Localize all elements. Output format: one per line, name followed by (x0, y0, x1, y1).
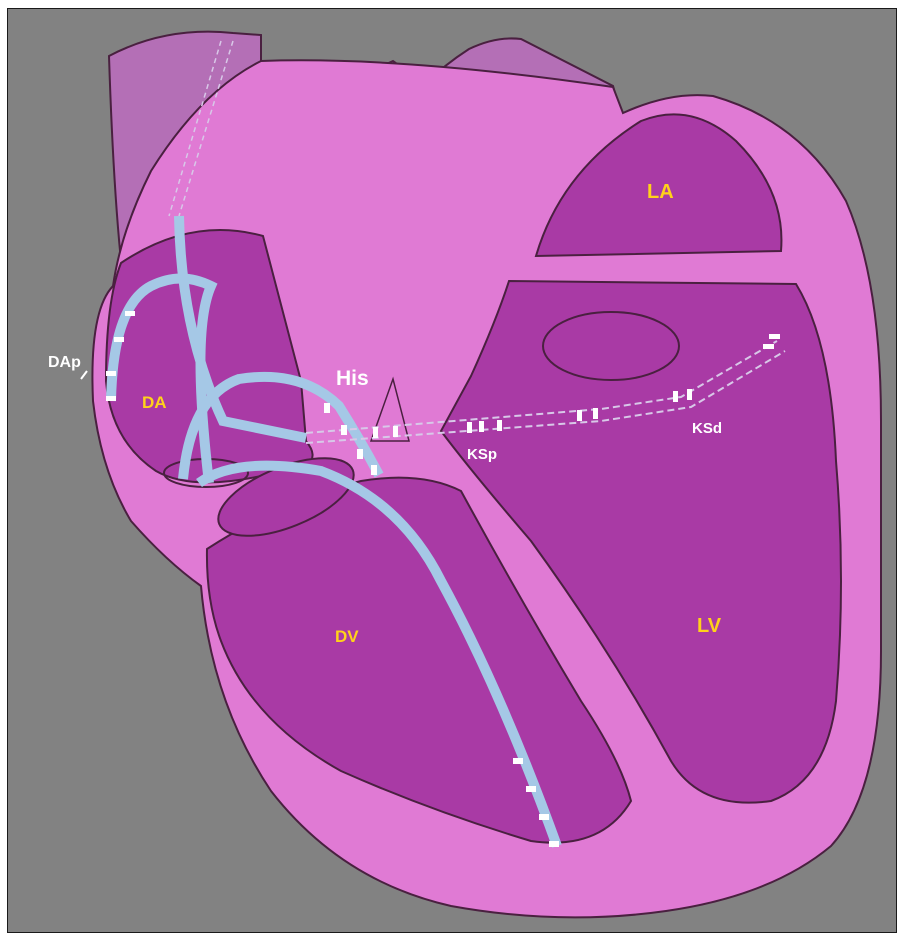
electrode (324, 403, 330, 413)
label-da: DA (142, 393, 167, 412)
label-dap: DAp (48, 354, 81, 371)
electrode (763, 344, 774, 349)
electrode (549, 841, 559, 847)
electrode (539, 814, 549, 820)
electrode (393, 426, 398, 437)
electrode (769, 334, 780, 339)
electrode (526, 786, 536, 792)
dap-pointer (81, 371, 87, 379)
label-la: LA (647, 181, 674, 203)
electrode (577, 410, 582, 421)
electrode (593, 408, 598, 419)
electrode (371, 465, 377, 475)
electrode (106, 396, 116, 401)
mitral-valve-ring (543, 312, 679, 380)
electrode (673, 391, 678, 402)
electrode (106, 371, 116, 376)
electrode (125, 311, 135, 316)
electrode (687, 389, 692, 400)
heart-diagram: LA LV DA DV His KSp KSd DAp (8, 9, 897, 933)
electrode (513, 758, 523, 764)
label-dv: DV (335, 627, 359, 646)
electrode (341, 425, 347, 435)
electrode (357, 449, 363, 459)
electrode (373, 427, 378, 438)
electrode (479, 421, 484, 432)
diagram-frame: LA LV DA DV His KSp KSd DAp (7, 8, 897, 933)
electrode (497, 420, 502, 431)
electrode (114, 337, 124, 342)
label-ksp: KSp (467, 446, 497, 463)
electrode (467, 422, 472, 433)
label-lv: LV (697, 615, 722, 637)
label-ksd: KSd (692, 420, 722, 437)
label-his: His (336, 367, 369, 390)
